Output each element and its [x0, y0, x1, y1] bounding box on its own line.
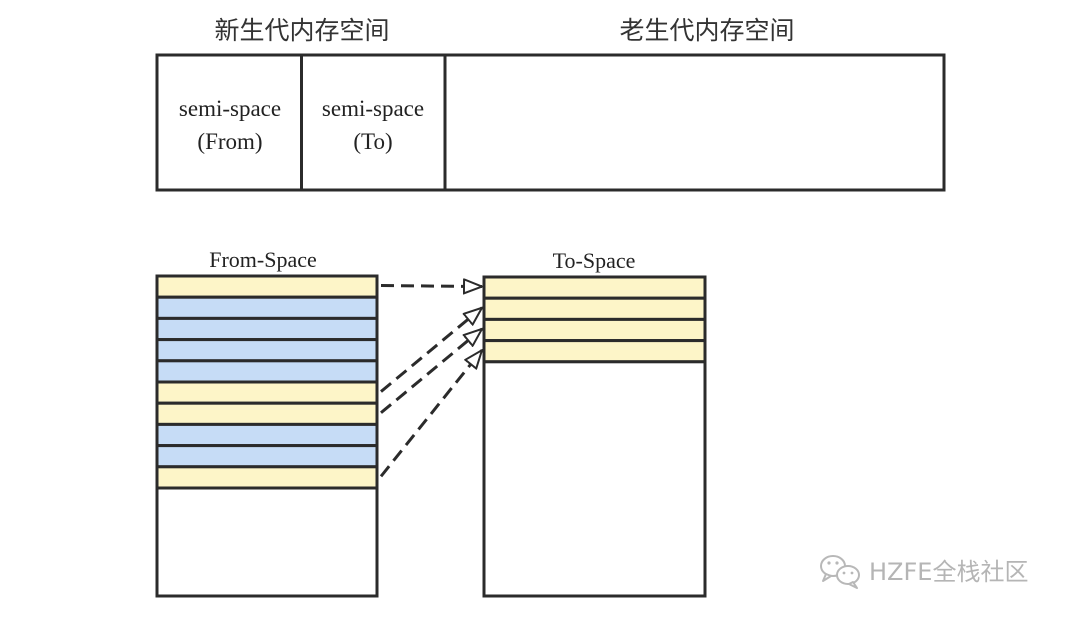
old-generation-label: 老生代内存空间	[619, 16, 794, 45]
from-space-slot-live	[155, 465, 379, 490]
heap-outline	[155, 53, 946, 192]
from-space-slot-live	[155, 401, 379, 426]
from-space-slot-dead	[155, 422, 379, 448]
semi-space-from-cell: semi-space (From)	[179, 96, 281, 154]
from-space-slot-live	[155, 380, 379, 405]
semi-space-to-line2: (To)	[353, 129, 392, 154]
watermark: HZFE全栈社区	[820, 555, 1028, 589]
scavenge-illustration: From-Space To-Space	[155, 247, 707, 598]
semi-space-to-line1: semi-space	[322, 96, 424, 121]
from-space-slot-dead	[155, 444, 379, 469]
to-space-slot-live	[482, 339, 707, 364]
from-space-slot-dead	[155, 295, 379, 320]
young-generation-label: 新生代内存空间	[214, 16, 389, 45]
copy-arrows	[379, 286, 482, 478]
from-space-slot-dead	[155, 338, 379, 363]
from-space-slot-dead	[155, 316, 379, 342]
from-space-slot-live	[155, 274, 379, 299]
semi-space-to-cell: semi-space (To)	[322, 96, 424, 154]
heap-layout: 新生代内存空间 老生代内存空间 semi-space (From) semi-s…	[155, 16, 946, 192]
semi-space-from-line2: (From)	[197, 129, 262, 154]
from-space-slot-dead	[155, 359, 379, 384]
to-space-block	[482, 275, 707, 598]
copy-arrow	[380, 308, 482, 393]
from-space-label: From-Space	[209, 247, 317, 272]
to-space-slot-live	[482, 296, 707, 321]
to-space-free-area	[482, 360, 707, 598]
from-space-free-area	[155, 486, 379, 598]
copy-arrow	[380, 286, 482, 287]
to-space-label: To-Space	[553, 248, 636, 273]
copy-arrow	[380, 329, 482, 414]
semi-space-from-line1: semi-space	[179, 96, 281, 121]
watermark-text: HZFE全栈社区	[869, 558, 1028, 586]
from-space-block	[155, 274, 379, 598]
to-space-slot-live	[482, 317, 707, 343]
copy-arrow	[379, 350, 482, 478]
to-space-slot-live	[482, 275, 707, 300]
wechat-icon	[820, 555, 860, 589]
